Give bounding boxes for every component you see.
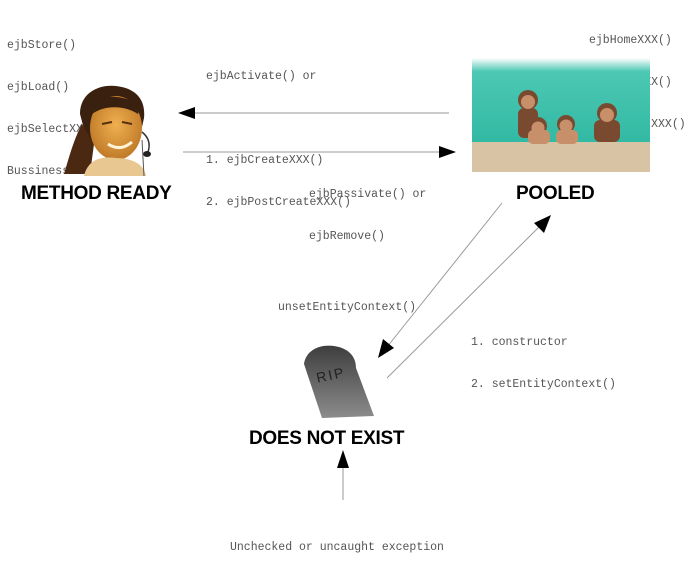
arrow-exception-to-not-exist <box>337 450 349 500</box>
arrow-pooled-to-ready <box>178 107 449 119</box>
label-not-exist-to-pooled: 1. constructor 2. setEntityContext() <box>471 308 616 406</box>
state-does-not-exist: DOES NOT EXIST <box>249 428 405 449</box>
method-ready-methods: ejbStore() ejbLoad() ejbSelectXXX() Buss… <box>7 11 117 193</box>
state-method-ready: METHOD READY <box>21 183 172 204</box>
transition-line: 2. ejbPostCreateXXX() <box>206 196 351 209</box>
method-item: ejbStore() <box>7 39 77 52</box>
method-ready-picture <box>64 85 151 176</box>
transition-line: ejbRemove() <box>309 230 385 243</box>
label-pooled-to-ready: ejbActivate() or 1. ejbCreateXXX() 2. ej… <box>206 42 351 224</box>
label-ready-to-pooled: ejbPassivate() or ejbRemove() <box>309 160 426 258</box>
arrow-not-exist-to-pooled <box>386 215 551 379</box>
pooled-picture <box>472 58 650 172</box>
tombstone-picture: RIP <box>304 345 374 418</box>
state-pooled: POOLED <box>516 183 595 204</box>
transition-line: ejbActivate() or <box>206 70 317 83</box>
transition-line: unsetEntityContext() <box>278 301 417 314</box>
transition-line: ejbPassivate() or <box>309 188 427 201</box>
transition-line: 1. ejbCreateXXX() <box>206 154 324 167</box>
arrow-ready-to-pooled <box>183 146 456 158</box>
tombstone-label: RIP <box>315 364 347 386</box>
label-pooled-to-not-exist: unsetEntityContext() <box>278 273 416 329</box>
transition-line: 2. setEntityContext() <box>471 378 616 391</box>
method-item: ejbHomeXXX() <box>589 34 672 47</box>
transition-line: Unchecked or uncaught exception <box>230 541 444 554</box>
method-item: ejbLoad() <box>7 81 70 94</box>
transition-line: 1. constructor <box>471 336 568 349</box>
arrow-pooled-to-not-exist <box>378 202 503 358</box>
